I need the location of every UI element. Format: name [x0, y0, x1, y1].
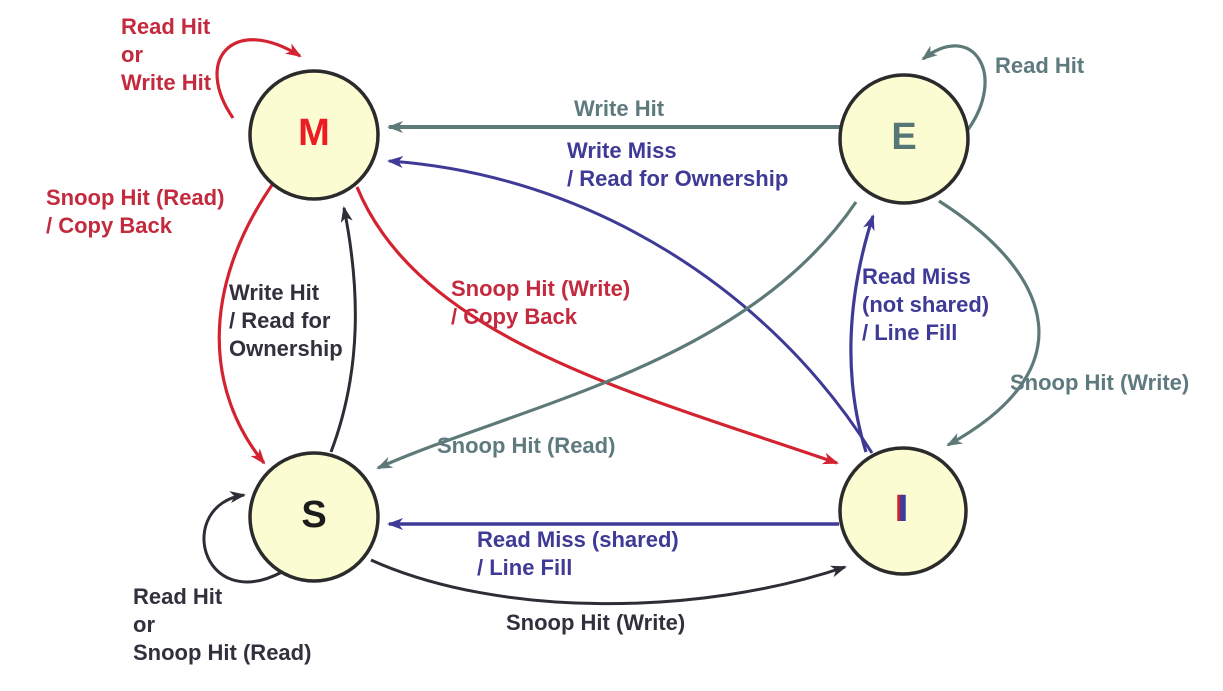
label-m-self-read-or-write-hit: Read Hit or Write Hit [121, 14, 212, 95]
label-e-to-i-snoop-hit-write: Snoop Hit (Write) [1010, 370, 1190, 395]
label-e-self-read-hit: Read Hit [995, 53, 1085, 78]
label-s-to-i-snoop-hit-write: Snoop Hit (Write) [506, 610, 686, 635]
state-letter-m: M [298, 111, 330, 154]
label-m-to-s-snoop-hit-read-copy-back: Snoop Hit (Read) / Copy Back [46, 185, 225, 238]
state-letter-e: E [891, 115, 917, 158]
label-s-self-read-hit-or-snoop-read: Read Hit or Snoop Hit (Read) [133, 584, 312, 665]
label-i-to-e-read-miss-not-shared: Read Miss (not shared) / Line Fill [862, 264, 990, 345]
state-node-e [838, 73, 970, 205]
label-e-to-m-write-hit: Write Hit [574, 96, 665, 121]
edge-m-to-i-snoop-hit-write [355, 186, 839, 465]
edge-s-to-i-snoop-hit-write [370, 558, 847, 606]
state-letter-s: S [301, 493, 327, 536]
edge-e-to-s-snoop-hit-read [376, 201, 858, 470]
edge-s-self-read-hit-or-snoop-read [202, 491, 283, 584]
edge-m-self-read-or-write-hit [215, 38, 302, 119]
edge-s-to-m-write-hit [329, 206, 357, 453]
label-m-to-i-snoop-hit-write-copy-back: Snoop Hit (Write) / Copy Back [451, 276, 631, 329]
state-node-i [838, 446, 968, 576]
edge-i-to-m-write-miss [387, 155, 874, 454]
edge-i-to-e-read-miss-not-shared [849, 214, 875, 453]
edge-m-to-s-snoop-hit-read [217, 184, 274, 465]
label-i-to-m-write-miss-rfo: Write Miss / Read for Ownership [567, 138, 789, 191]
state-letter-i: I [897, 487, 909, 530]
edge-e-self-read-hit [921, 44, 987, 132]
edge-e-to-i-snoop-hit-write [938, 199, 1041, 447]
label-s-to-m-write-hit-rfo: Write Hit / Read for Ownership [229, 280, 343, 361]
label-e-to-s-snoop-hit-read: Snoop Hit (Read) [437, 433, 616, 458]
label-i-to-s-read-miss-shared: Read Miss (shared) / Line Fill [477, 527, 679, 580]
state-node-s [248, 451, 380, 583]
state-node-m [248, 69, 380, 201]
